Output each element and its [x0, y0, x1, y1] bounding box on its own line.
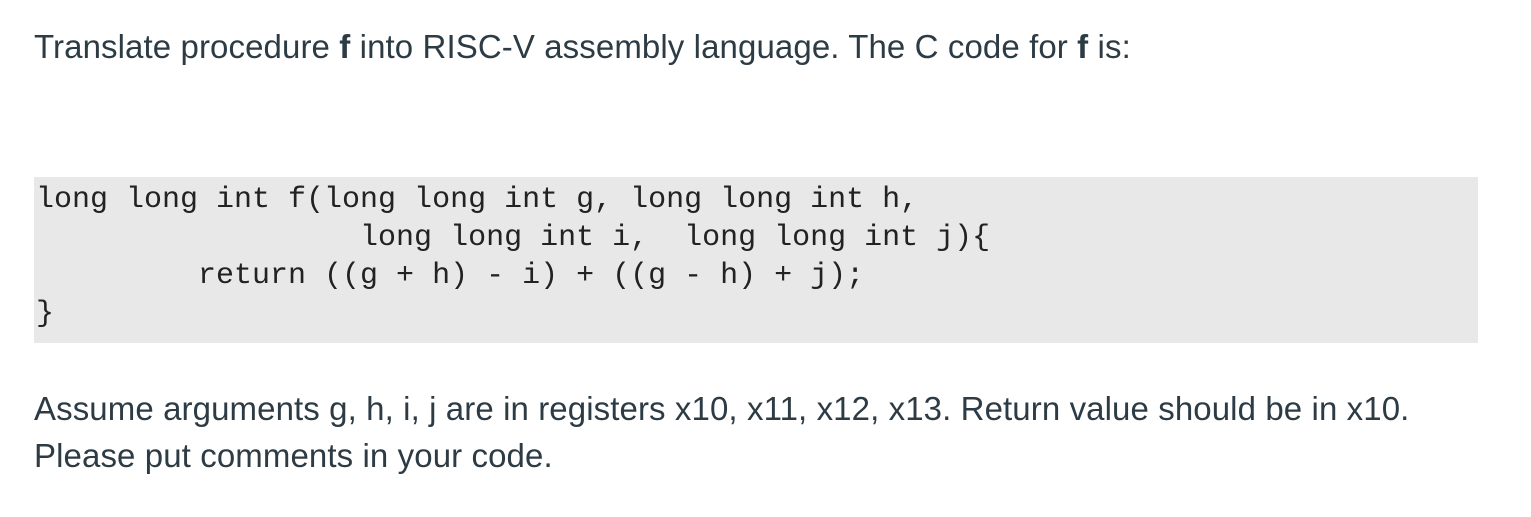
code-line-2: long long int i, long long int j){ [36, 221, 991, 255]
assumption-text: Assume arguments g, h, i, j are in regis… [34, 390, 1410, 474]
intro-text-before: Translate procedure [34, 28, 340, 65]
intro-function-name: f [339, 28, 351, 65]
code-line-3: return ((g + h) - i) + ((g - h) + j); [36, 259, 865, 293]
intro-text-after: is: [1088, 28, 1131, 65]
intro-text-middle: into RISC-V assembly language. The C cod… [350, 28, 1078, 65]
c-code-block: long long int f(long long int g, long lo… [34, 177, 1478, 343]
question-intro: Translate procedure f into RISC-V assemb… [34, 23, 1131, 70]
intro-function-name-second: f [1077, 28, 1089, 65]
code-line-1: long long int f(long long int g, long lo… [36, 183, 919, 217]
code-line-4: } [36, 297, 55, 331]
